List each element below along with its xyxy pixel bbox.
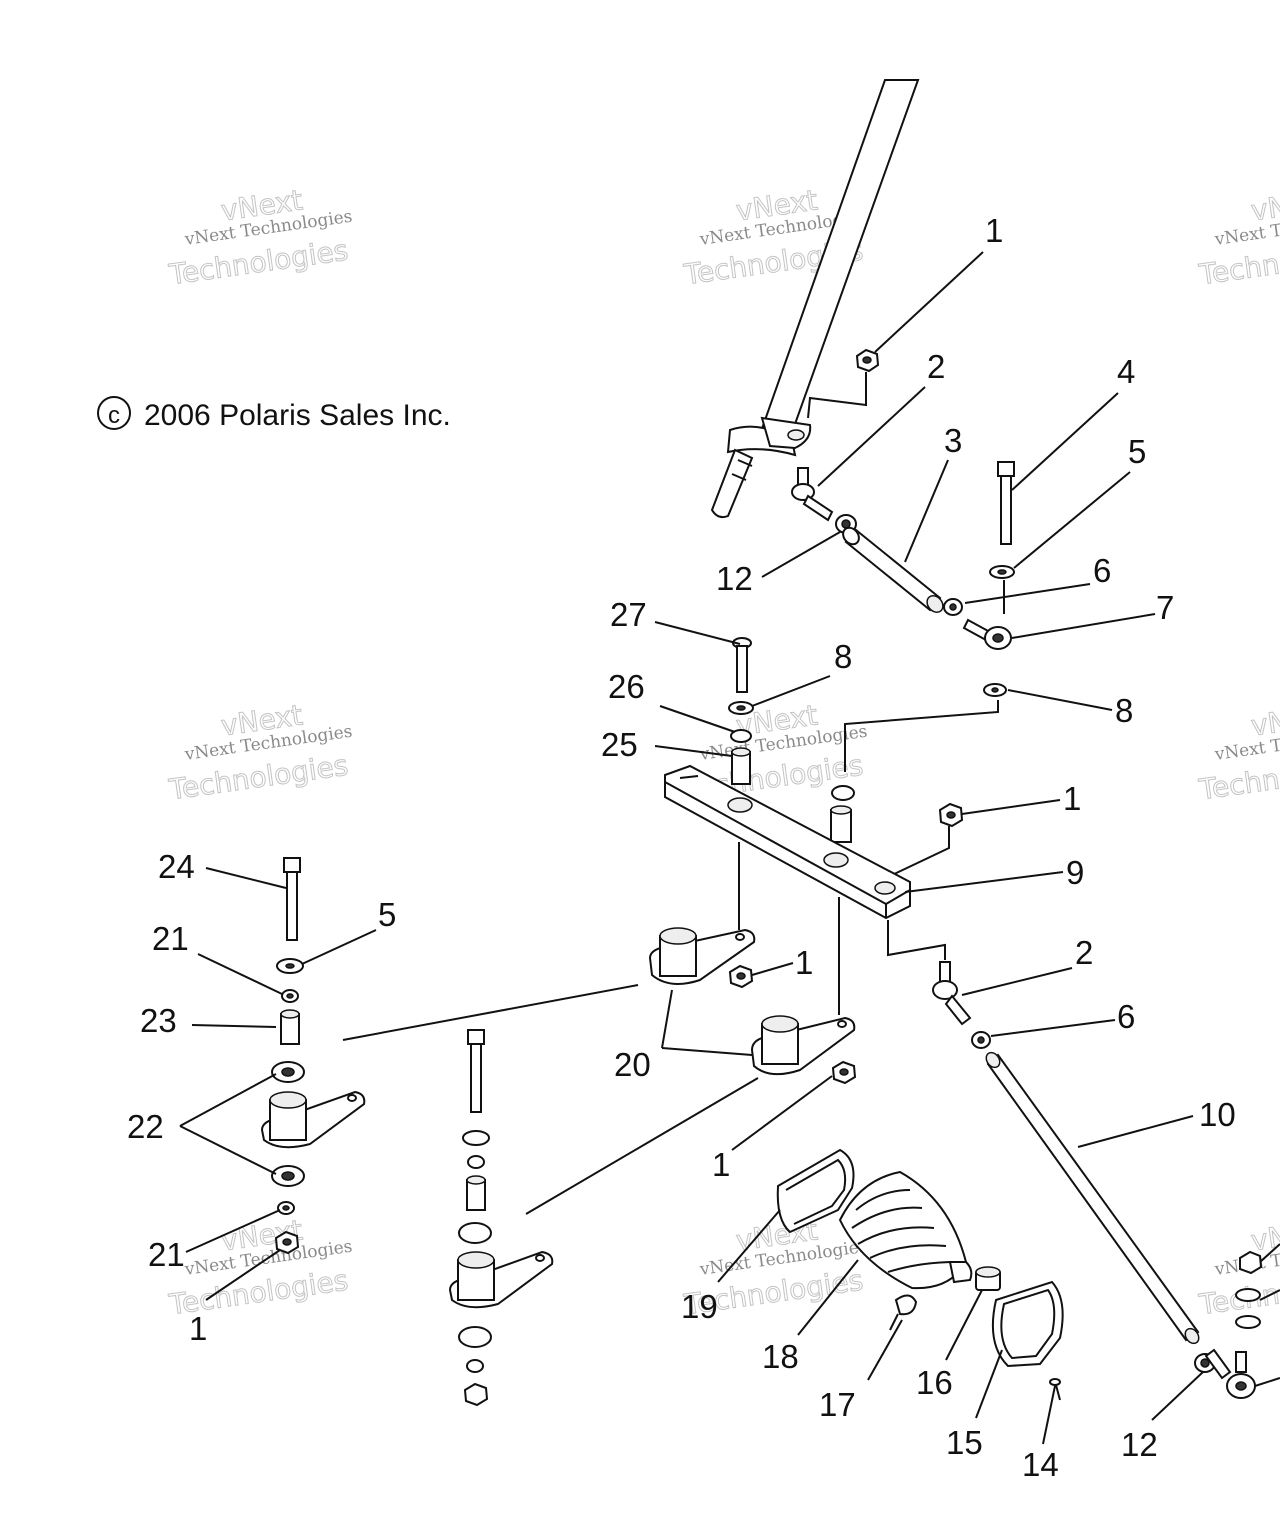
callout-14: 14 bbox=[1022, 1446, 1059, 1483]
nut-6-top bbox=[943, 598, 963, 616]
callout-3: 3 bbox=[944, 422, 962, 459]
callout-21-lower: 21 bbox=[148, 1236, 185, 1273]
washer-center-2 bbox=[458, 1222, 492, 1244]
bolt-24 bbox=[283, 857, 301, 941]
callout-23: 23 bbox=[140, 1002, 177, 1039]
tie-rod-tube-3 bbox=[842, 526, 944, 613]
spacer-23 bbox=[280, 1009, 300, 1045]
callout-22: 22 bbox=[127, 1108, 164, 1145]
pivot-bushing-left bbox=[260, 1090, 366, 1149]
callout-6-top: 6 bbox=[1093, 552, 1111, 589]
callout-24: 24 bbox=[158, 848, 195, 885]
rod-end-7 bbox=[962, 618, 1012, 650]
callout-10: 10 bbox=[1199, 1096, 1236, 1133]
callout-labels: 1 2 3 4 5 6 7 8 8 12 27 26 25 1 9 24 5 2… bbox=[127, 212, 1236, 1483]
callout-7: 7 bbox=[1156, 589, 1174, 626]
washer-22-upper bbox=[271, 1061, 305, 1083]
watermark: vNext vNext Technologies Technologies bbox=[1196, 183, 1280, 292]
callout-5-left: 5 bbox=[378, 896, 396, 933]
tie-rod-tube-10 bbox=[985, 1051, 1200, 1345]
bolt-27 bbox=[732, 637, 752, 693]
washer-center-3 bbox=[458, 1326, 492, 1348]
bushing-16 bbox=[975, 1266, 1001, 1291]
pivot-bushing-20-lower bbox=[750, 1015, 856, 1076]
spacer-center bbox=[466, 1175, 486, 1211]
parts-drawing bbox=[260, 79, 1280, 1407]
callout-1-lower: 1 bbox=[712, 1146, 730, 1183]
ring-26 bbox=[730, 729, 752, 743]
callout-18: 18 bbox=[762, 1338, 799, 1375]
nut-center-1 bbox=[467, 1155, 485, 1169]
bolt-center bbox=[467, 1029, 485, 1113]
spacer-right bbox=[830, 805, 852, 843]
callout-26: 26 bbox=[608, 668, 645, 705]
cover-plate-15 bbox=[991, 1280, 1064, 1368]
nut-6-lower bbox=[971, 1031, 991, 1049]
callout-1-top: 1 bbox=[985, 212, 1003, 249]
callout-8-left: 8 bbox=[834, 638, 852, 675]
leader-lines bbox=[179, 251, 1204, 1445]
tie-rod-end-2-lower bbox=[932, 961, 972, 1026]
nut-1-top bbox=[855, 348, 880, 373]
callout-9: 9 bbox=[1066, 854, 1084, 891]
nut-21-upper bbox=[281, 989, 299, 1003]
washer-22-lower bbox=[271, 1165, 305, 1187]
washer-5-left bbox=[276, 958, 304, 974]
callout-27: 27 bbox=[610, 596, 647, 633]
callout-1-bushing: 1 bbox=[795, 944, 813, 981]
nut-center-3 bbox=[463, 1382, 489, 1407]
watermark: vNext vNext Technologies Technologies bbox=[166, 183, 354, 292]
ring-right bbox=[831, 785, 855, 801]
callout-20: 20 bbox=[614, 1046, 651, 1083]
callout-12-top: 12 bbox=[716, 560, 753, 597]
nut-1-bushing bbox=[728, 964, 754, 989]
steering-arm-9 bbox=[664, 764, 911, 920]
hose-clamp-17 bbox=[889, 1294, 918, 1331]
washer-center-1 bbox=[462, 1130, 490, 1146]
bolt-4 bbox=[997, 461, 1015, 545]
callout-17: 17 bbox=[819, 1386, 856, 1423]
spacer-25 bbox=[731, 747, 751, 785]
watermark: vNext vNext Technologies Technologies bbox=[1196, 698, 1280, 807]
callout-12-lower: 12 bbox=[1121, 1426, 1158, 1463]
callout-6-lower: 6 bbox=[1117, 998, 1135, 1035]
callout-1-left: 1 bbox=[189, 1310, 207, 1347]
watermark: vNext vNext Technologies Technologies bbox=[1196, 1213, 1280, 1322]
gasket-19 bbox=[776, 1148, 855, 1234]
callout-21-upper: 21 bbox=[152, 920, 189, 957]
washer-8-left bbox=[728, 701, 754, 715]
copyright-text: 2006 Polaris Sales Inc. bbox=[144, 399, 451, 432]
callout-2-lower: 2 bbox=[1075, 934, 1093, 971]
callout-8-right: 8 bbox=[1115, 692, 1133, 729]
pivot-bushing-center bbox=[448, 1250, 554, 1309]
callout-1-middle: 1 bbox=[1063, 780, 1081, 817]
callout-19: 19 bbox=[681, 1288, 718, 1325]
nut-21-lower bbox=[277, 1201, 295, 1215]
callout-15: 15 bbox=[946, 1424, 983, 1461]
callout-5-top: 5 bbox=[1128, 433, 1146, 470]
tie-rod-end-2-top bbox=[791, 467, 834, 522]
screw-14 bbox=[1049, 1378, 1061, 1401]
callout-2-top: 2 bbox=[927, 348, 945, 385]
nut-1-left bbox=[274, 1230, 300, 1255]
copyright-circle-icon bbox=[97, 396, 131, 430]
nut-center-2 bbox=[466, 1359, 484, 1373]
nut-1-middle bbox=[938, 802, 964, 828]
partial-parts-right-edge bbox=[1235, 1243, 1280, 1329]
watermark: vNext vNext Technologies Technologies bbox=[166, 698, 354, 807]
nut-1-lower bbox=[831, 1060, 857, 1085]
pivot-bushing-20-upper bbox=[648, 927, 756, 985]
washer-5-top bbox=[989, 565, 1015, 579]
steering-post bbox=[710, 79, 920, 519]
copyright-notice: c 2006 Polaris Sales Inc. bbox=[97, 396, 451, 432]
callout-4: 4 bbox=[1117, 353, 1135, 390]
callout-25: 25 bbox=[601, 726, 638, 763]
callout-16: 16 bbox=[916, 1364, 953, 1401]
rod-end-lower-right bbox=[1204, 1348, 1280, 1399]
copyright-symbol: c bbox=[108, 402, 120, 429]
steering-boot-18 bbox=[838, 1170, 973, 1290]
washer-8-right bbox=[983, 683, 1007, 697]
